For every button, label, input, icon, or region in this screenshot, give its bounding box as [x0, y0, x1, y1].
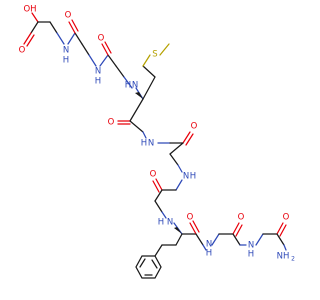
atom-nh2-subscript: 2	[291, 256, 295, 263]
bond	[107, 54, 117, 67]
bond	[202, 244, 207, 251]
bond	[81, 43, 90, 56]
bond	[142, 76, 156, 100]
bond	[154, 189, 163, 202]
bond	[232, 222, 240, 235]
bond	[142, 54, 151, 67]
atom-n: N	[183, 172, 189, 182]
atom-o: O	[238, 213, 245, 223]
atom-n: N	[248, 241, 254, 251]
bond	[115, 65, 125, 78]
bond	[129, 120, 144, 133]
bond	[276, 233, 285, 246]
bond	[255, 233, 264, 246]
atom-o: O	[98, 34, 105, 44]
bond	[235, 224, 243, 237]
bond	[49, 21, 58, 34]
wedge-bond	[174, 227, 182, 234]
bond	[169, 153, 179, 166]
bond	[88, 54, 97, 67]
bond	[154, 244, 163, 257]
bond	[195, 233, 204, 246]
atom-h: H	[206, 249, 212, 259]
bond	[283, 244, 287, 251]
atom-s: S	[152, 50, 157, 60]
atom-n: N	[95, 67, 101, 77]
bond	[169, 142, 184, 155]
atom-labels: OH O N H O H N O H N S O N H O N H O N H…	[19, 5, 295, 263]
bond	[182, 131, 191, 144]
bond	[23, 32, 32, 45]
bond	[159, 43, 170, 56]
bond	[279, 224, 287, 237]
atom-o: O	[108, 118, 115, 128]
atom-o: O	[191, 122, 198, 132]
bond	[142, 65, 156, 78]
atom-oh: OH	[23, 5, 36, 15]
bond	[30, 21, 39, 34]
bond	[104, 41, 112, 54]
bond	[67, 32, 76, 45]
bond	[185, 133, 194, 146]
bond	[175, 179, 183, 191]
atom-h: H	[63, 56, 69, 66]
atom-o: O	[65, 11, 72, 21]
bond	[99, 54, 109, 67]
bond	[177, 164, 183, 173]
bonds	[23, 12, 287, 279]
bond	[101, 43, 109, 56]
atom-o: O	[150, 170, 157, 180]
bond	[161, 211, 167, 219]
bond	[71, 19, 79, 32]
bond	[139, 258, 146, 268]
atom-h: H	[158, 218, 164, 228]
atom-n: N	[206, 240, 212, 250]
bond	[152, 180, 160, 193]
atom-h: H	[190, 172, 196, 182]
atom-o: O	[187, 213, 194, 223]
bond	[154, 200, 163, 213]
wedge-bond	[135, 92, 143, 99]
atom-n: N	[63, 46, 69, 56]
bond	[129, 98, 144, 122]
bond	[155, 178, 163, 191]
molecule-diagram: OH O N H O H N O H N S O N H O N H O N H…	[19, 5, 295, 279]
atom-h: H	[141, 139, 147, 149]
atom-h: H	[125, 81, 131, 91]
bond	[68, 21, 76, 34]
bond	[232, 233, 241, 246]
structure-drawing: OH O N H O H N O H N S O N H O N H O N H…	[19, 5, 295, 279]
bond	[175, 233, 183, 246]
atom-h: H	[248, 250, 254, 260]
benzene-ring	[135, 255, 162, 279]
atom-o: O	[19, 46, 26, 56]
bond	[31, 12, 39, 23]
atom-nh2: NH	[277, 252, 290, 262]
bond	[192, 220, 200, 233]
stereo-bonds	[135, 92, 182, 234]
bond	[56, 32, 65, 45]
bond	[189, 222, 197, 235]
bond	[276, 222, 284, 235]
bond	[211, 233, 220, 246]
bond	[123, 76, 133, 89]
atom-n: N	[167, 218, 173, 228]
bond	[151, 259, 158, 269]
bond	[142, 131, 147, 139]
atom-o: O	[283, 213, 290, 223]
atom-n: N	[132, 81, 138, 91]
bond	[74, 32, 83, 45]
atom-n: N	[148, 139, 154, 149]
bond	[26, 34, 35, 47]
atom-h: H	[95, 77, 101, 87]
